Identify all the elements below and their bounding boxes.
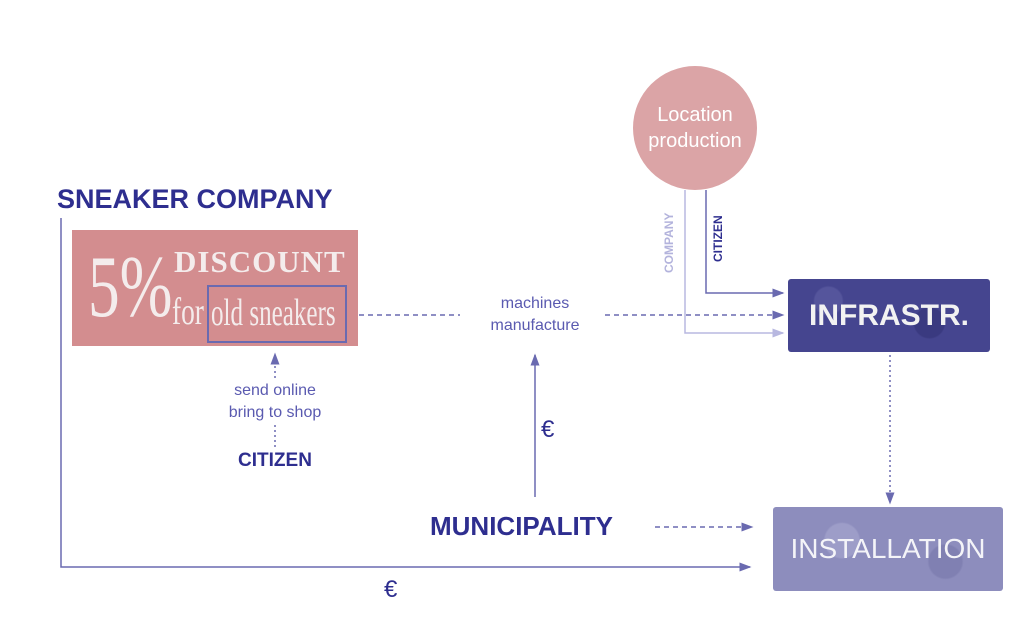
- discount-word: DISCOUNT: [174, 244, 346, 279]
- citizen-label: CITIZEN: [238, 450, 312, 471]
- citizen-vertical-label: CITIZEN: [711, 215, 725, 262]
- old-sneakers-highlight: old sneakers: [207, 285, 347, 343]
- location-production-node: Location production: [633, 66, 757, 190]
- circle-line2: production: [648, 130, 742, 152]
- machines-manufacture-label: machines manufacture: [460, 293, 610, 337]
- citizen-action-label: send online bring to shop: [200, 380, 350, 424]
- company-euro-line: [60, 218, 752, 572]
- circle-line1: Location: [657, 104, 733, 126]
- machines-line1: machines: [500, 295, 570, 312]
- euro-bottom: €: [384, 576, 398, 603]
- machines-line2: manufacture: [490, 317, 580, 334]
- municipality-label: MUNICIPALITY: [430, 511, 613, 541]
- sneaker-company-title: SNEAKER COMPANY: [57, 184, 333, 214]
- discount-percent: 5%: [88, 239, 173, 336]
- euro-municipality: €: [541, 416, 555, 443]
- discount-banner: 5% DISCOUNT for old sneakers: [72, 230, 358, 346]
- company-line: [684, 190, 785, 338]
- discount-for: for: [172, 291, 204, 333]
- installation-box: INSTALLATION: [773, 507, 1003, 591]
- citizen-line: [705, 190, 785, 298]
- company-vertical-label: COMPANY: [662, 212, 676, 273]
- old-sneakers-text: old sneakers: [211, 292, 336, 334]
- bring-to-shop: bring to shop: [228, 404, 322, 421]
- send-online: send online: [234, 382, 316, 399]
- infrastructure-box: INFRASTR.: [788, 279, 990, 352]
